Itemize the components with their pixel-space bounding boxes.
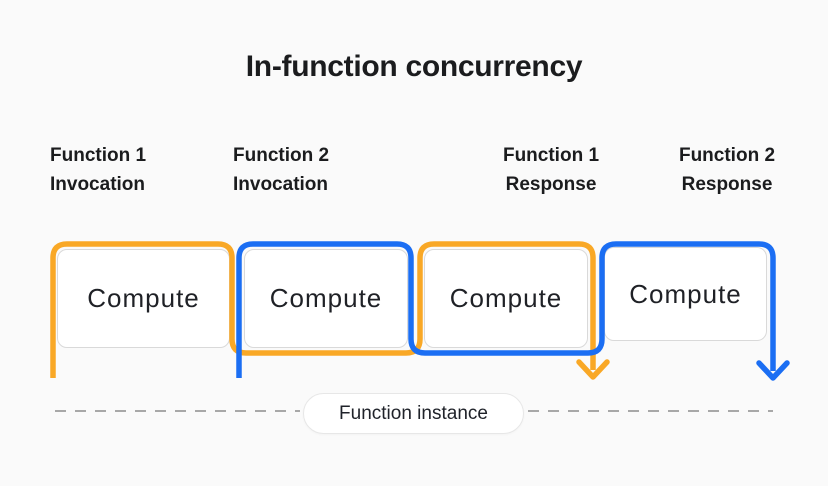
label-line: Function 2 — [233, 145, 330, 166]
label-function2-response: Function 2 Response — [627, 141, 827, 199]
compute-box-3: Compute — [424, 249, 588, 348]
compute-box-label: Compute — [449, 283, 563, 313]
function-instance-pill: Function instance — [303, 393, 524, 434]
compute-box-label: Compute — [629, 278, 742, 309]
compute-box-label: Compute — [269, 283, 383, 313]
diagram-title: In-function concurrency — [245, 50, 583, 83]
compute-box-label: Compute — [87, 283, 200, 313]
label-function1-response: Function 1 Response — [451, 141, 651, 199]
label-line: Response — [681, 174, 773, 195]
label-line: Invocation — [50, 174, 146, 195]
label-line: Response — [505, 174, 597, 195]
label-function2-invocation: Function 2 Invocation — [233, 141, 329, 199]
label-line: Function 1 — [502, 145, 600, 166]
compute-box-4: Compute — [604, 247, 767, 341]
label-line: Function 2 — [678, 145, 776, 166]
label-function1-invocation: Function 1 Invocation — [50, 141, 146, 199]
function1-arrowhead-icon — [576, 359, 610, 380]
compute-box-1: Compute — [57, 249, 230, 348]
label-line: Function 1 — [50, 145, 147, 166]
function2-arrowhead-icon — [756, 360, 790, 381]
function-instance-label: Function instance — [339, 402, 488, 424]
label-line: Invocation — [233, 174, 329, 195]
compute-box-2: Compute — [244, 249, 408, 348]
